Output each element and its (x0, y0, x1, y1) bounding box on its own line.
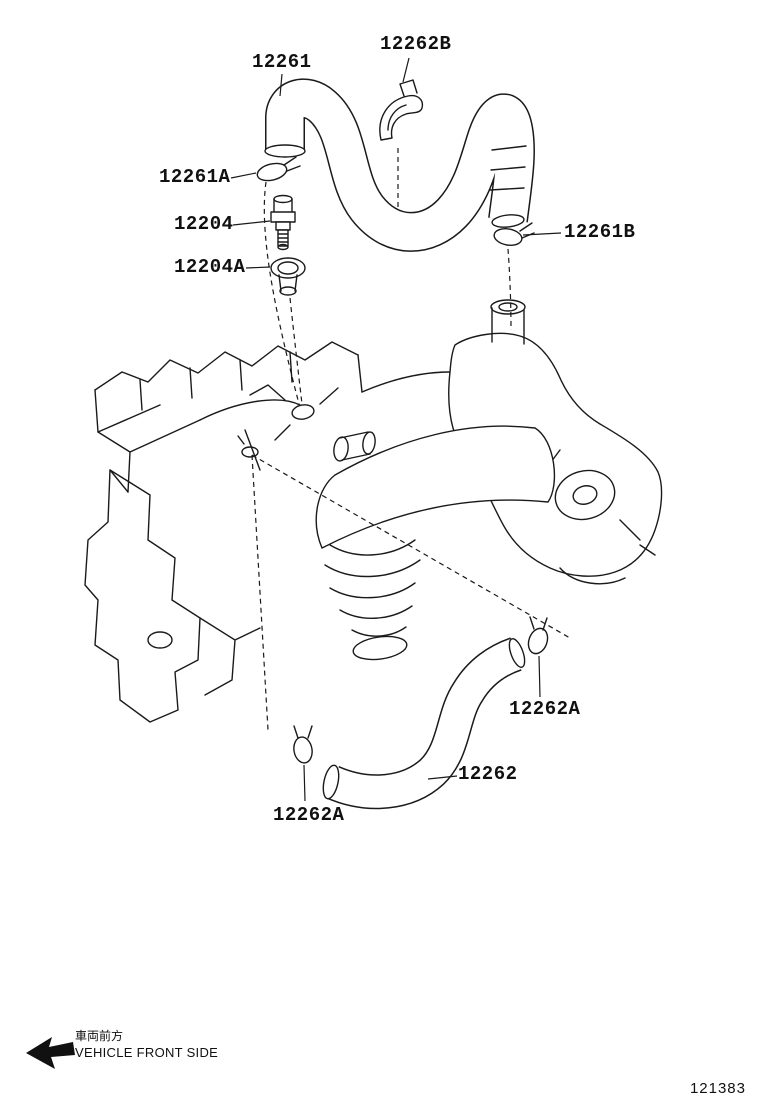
clamp-12261A-art (256, 156, 301, 182)
part-label-12261B[interactable]: 12261B (564, 221, 636, 243)
vehicle-front-arrow-icon (26, 1037, 75, 1069)
figure-number: 121383 (689, 1080, 746, 1097)
valve-12204-art (270, 194, 296, 251)
part-label-12204[interactable]: 12204 (174, 213, 234, 235)
vehicle-front-label-jp: 車両前方 (75, 1029, 124, 1043)
upper-hose-art (264, 78, 535, 252)
clamp-12262B-art (379, 79, 424, 141)
part-label-12262A-left[interactable]: 12262A (273, 804, 345, 826)
part-label-12261A[interactable]: 12261A (159, 166, 231, 188)
part-label-12262A-right[interactable]: 12262A (509, 698, 581, 720)
clamp-12262A-right-art (527, 616, 549, 655)
clamp-12262A-left-art (293, 725, 313, 764)
vehicle-front-label-en: VEHICLE FRONT SIDE (75, 1045, 219, 1060)
lower-hose-art (322, 637, 526, 810)
leader-lines (230, 57, 562, 802)
part-label-12262[interactable]: 12262 (458, 763, 518, 785)
part-label-12262B[interactable]: 12262B (380, 33, 452, 55)
engine-block-art (84, 299, 663, 723)
clamp-12261B-art (493, 222, 535, 246)
part-label-12204A[interactable]: 12204A (174, 256, 246, 278)
grommet-12204A-art (270, 257, 306, 296)
dashed-routing-lines (251, 148, 571, 731)
part-label-12261[interactable]: 12261 (252, 51, 312, 73)
